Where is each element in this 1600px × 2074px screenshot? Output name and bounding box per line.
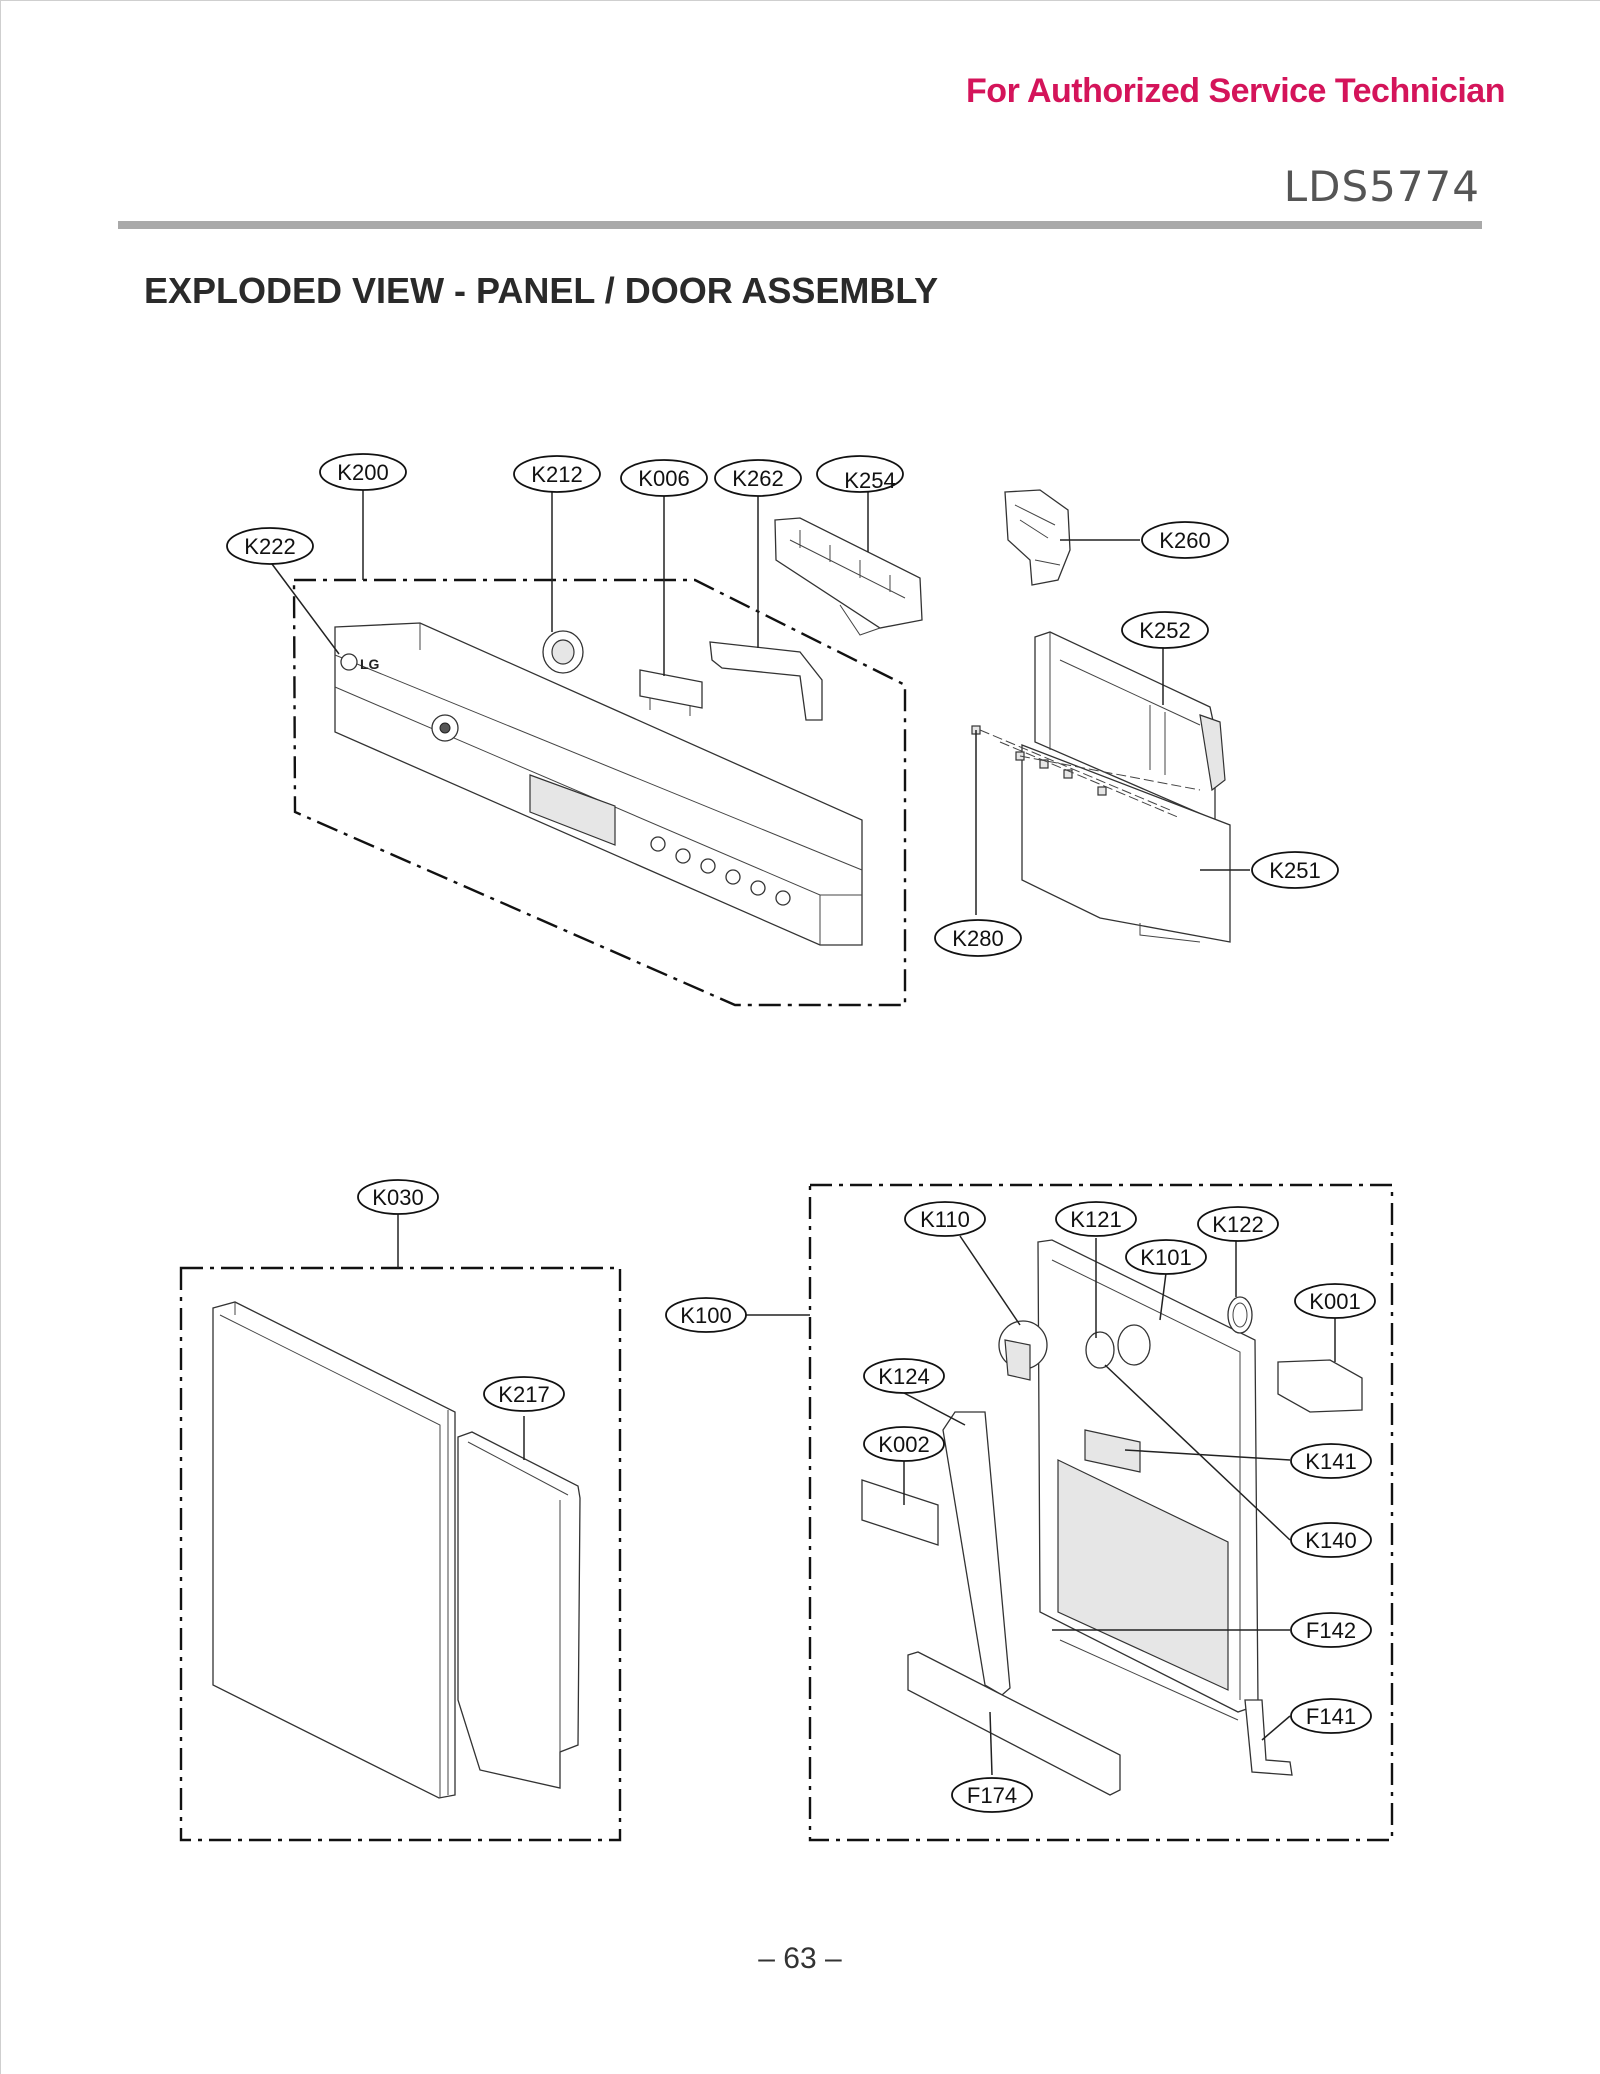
electronic-box-group (971, 489, 1231, 943)
callout-k251: K251 (1251, 851, 1339, 889)
k260-switch (1004, 489, 1071, 586)
svg-text:K251: K251 (1269, 858, 1320, 883)
callout-k280: K280 (934, 919, 1022, 957)
svg-text:K217: K217 (498, 1382, 549, 1407)
svg-text:K006: K006 (638, 466, 689, 491)
callout-k217: K217 (483, 1376, 565, 1412)
callout-k101: K101 (1125, 1239, 1207, 1275)
callout-f141: F141 (1290, 1698, 1372, 1734)
k006-bracket (639, 669, 703, 709)
k254-holder (774, 517, 923, 629)
lg-logo-text: LG (360, 656, 380, 672)
svg-text:K280: K280 (952, 926, 1003, 951)
k200-enclosure (292, 578, 907, 1007)
svg-text:K110: K110 (920, 1207, 970, 1232)
lg-logo (340, 653, 358, 671)
leader-lines (271, 486, 1336, 1776)
callout-k122: K122 (1197, 1206, 1279, 1242)
f141-hinge (1244, 1699, 1293, 1776)
k141-bracket (1084, 1429, 1141, 1473)
callout-k212: K212 (513, 455, 601, 493)
panel-buttons (650, 836, 791, 906)
svg-text:K200: K200 (337, 460, 388, 485)
k030-enclosure (179, 1266, 622, 1842)
callout-k200: K200 (319, 453, 407, 491)
display-window (529, 774, 616, 846)
callout-f174: F174 (951, 1777, 1033, 1813)
svg-text:K254: K254 (844, 468, 895, 493)
authorized-service-note: For Authorized Service Technician (966, 72, 1505, 110)
inner-door-group (808, 1183, 1394, 1842)
svg-text:K124: K124 (878, 1364, 929, 1389)
callout-k140: K140 (1290, 1522, 1372, 1558)
svg-text:K101: K101 (1140, 1245, 1191, 1270)
callout-k100: K100 (665, 1297, 747, 1333)
callout-k001: K001 (1294, 1283, 1376, 1319)
svg-text:K121: K121 (1070, 1207, 1121, 1232)
callout-k252: K252 (1121, 611, 1209, 649)
svg-text:K252: K252 (1139, 618, 1190, 643)
callout-k124: K124 (863, 1358, 945, 1394)
svg-text:K222: K222 (244, 534, 295, 559)
page-number: – 63 – (758, 1942, 842, 1975)
callout-k262: K262 (714, 459, 802, 497)
inner-door-cutout (1057, 1459, 1229, 1691)
callout-k030: K030 (357, 1179, 439, 1215)
callout-k254: K254 (816, 455, 904, 493)
callout-k110: K110 (904, 1201, 986, 1237)
callout-k002: K002 (863, 1426, 945, 1462)
svg-text:K002: K002 (878, 1432, 929, 1457)
svg-text:K212: K212 (531, 462, 582, 487)
k124-hinge-arm (942, 1411, 1011, 1696)
model-number: LDS5774 (1283, 162, 1480, 211)
svg-text:K260: K260 (1159, 528, 1210, 553)
k251-cover (1021, 744, 1231, 943)
k122-cap (1227, 1296, 1253, 1334)
svg-text:F142: F142 (1306, 1618, 1356, 1643)
svg-text:K030: K030 (372, 1185, 423, 1210)
k121-ring (1085, 1331, 1115, 1369)
callout-f142: F142 (1290, 1612, 1372, 1648)
callout-k260: K260 (1141, 521, 1229, 559)
callouts: K200 K212 K006 K262 K254 K222 K260 K252 … (226, 453, 1376, 1813)
control-panel-group: LG (292, 517, 923, 1007)
svg-text:F141: F141 (1306, 1704, 1356, 1729)
svg-text:K100: K100 (680, 1303, 731, 1328)
svg-text:F174: F174 (967, 1783, 1017, 1808)
callout-k121: K121 (1055, 1201, 1137, 1237)
svg-text:K141: K141 (1305, 1449, 1356, 1474)
svg-text:K001: K001 (1309, 1289, 1360, 1314)
callout-k141: K141 (1290, 1443, 1372, 1479)
f174-rail (907, 1651, 1121, 1796)
svg-text:K140: K140 (1305, 1528, 1356, 1553)
k262-cover (709, 641, 823, 721)
callout-k222: K222 (226, 527, 314, 565)
callout-k006: K006 (620, 459, 708, 497)
door-group (179, 1266, 622, 1842)
k217-liner (457, 1431, 581, 1789)
door-panel (212, 1301, 456, 1799)
page-title: EXPLODED VIEW - PANEL / DOOR ASSEMBLY (144, 270, 939, 311)
header-rule (118, 221, 1482, 229)
k001-module (1277, 1359, 1363, 1413)
k002-plate (861, 1479, 939, 1546)
k101-vent (1117, 1324, 1151, 1366)
svg-text:K122: K122 (1212, 1212, 1263, 1237)
svg-text:K262: K262 (732, 466, 783, 491)
